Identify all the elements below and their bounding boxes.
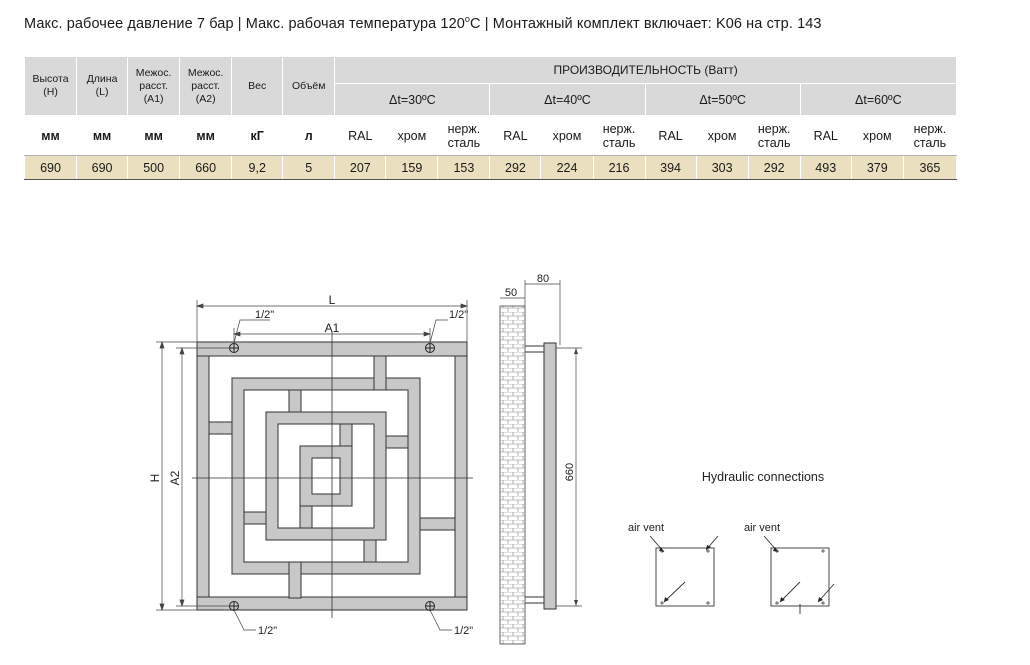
spec-summary-line: Макс. рабочее давление 7 бар | Макс. раб… <box>24 14 822 32</box>
spec-table: Высота(H) Длина(L) Межос.расст.(A1) Межо… <box>23 56 958 180</box>
dim-label-l: L <box>329 293 336 307</box>
delta-header-60: Δt=60ºC <box>799 83 958 116</box>
value-cell: 9,2 <box>231 155 284 180</box>
spec-summary-text: Макс. рабочее давление 7 бар | Макс. раб… <box>24 15 465 32</box>
finish-chrome: хром <box>540 115 594 156</box>
delta-header-50: Δt=50ºC <box>644 83 801 116</box>
finish-ral: RAL <box>489 115 542 156</box>
unit-cell: мм <box>127 115 181 156</box>
value-cell: 5 <box>282 155 336 180</box>
value-cell: 690 <box>23 155 78 180</box>
air-vent-label-2: air vent <box>744 522 780 534</box>
conn-label-bottom-left: 1/2" <box>258 625 277 637</box>
dim-label-a1: A1 <box>325 321 340 335</box>
value-cell: 153 <box>437 155 491 180</box>
conn-label-bottom-right: 1/2" <box>454 625 473 637</box>
finish-stainless: нерж.сталь <box>592 115 646 156</box>
delta-header-40: Δt=40ºC <box>489 83 646 116</box>
side-dim-50: 50 <box>505 287 517 299</box>
finish-ral: RAL <box>644 115 697 156</box>
hydraulic-connections-diagram: Hydraulic connections air vent air vent <box>628 470 835 614</box>
conn-label-top-left: 1/2" <box>255 309 274 321</box>
degree-sup: o <box>464 14 471 24</box>
conn-label-top-right: 1/2" <box>449 309 468 321</box>
value-cell: 690 <box>76 155 129 180</box>
side-dim-660: 660 <box>564 463 576 481</box>
delta-header-30: Δt=30ºC <box>334 83 491 116</box>
value-cell: 207 <box>334 155 387 180</box>
value-cell: 394 <box>644 155 697 180</box>
col-header-height: Высота(H) <box>23 56 78 116</box>
value-cell: 379 <box>850 155 904 180</box>
value-cell: 365 <box>902 155 958 180</box>
dim-label-a2: A2 <box>168 470 182 485</box>
unit-cell: мм <box>23 115 78 156</box>
radiator-front-view: L A1 H A2 1/2" 1/2" 1/2" 1/2" <box>148 293 473 637</box>
value-cell: 500 <box>127 155 181 180</box>
finish-stainless: нерж.сталь <box>902 115 958 156</box>
value-cell: 159 <box>385 155 439 180</box>
spec-summary-text-end: C | Монтажный комплект включает: K06 на … <box>470 15 822 32</box>
value-cell: 493 <box>799 155 852 180</box>
hydraulic-title: Hydraulic connections <box>702 470 824 484</box>
finish-ral: RAL <box>799 115 852 156</box>
dim-label-h: H <box>148 474 162 483</box>
col-header-weight: Вес <box>231 56 284 116</box>
col-header-length: Длина(L) <box>76 56 129 116</box>
performance-header: ПРОИЗВОДИТЕЛЬНОСТЬ (Ватт) <box>334 56 957 84</box>
side-dim-80: 80 <box>537 273 549 285</box>
value-cell: 292 <box>489 155 542 180</box>
table-row: 690 690 500 660 9,2 5 207 159 153 292 22… <box>23 155 958 180</box>
value-cell: 292 <box>747 155 801 180</box>
finish-stainless: нерж.сталь <box>437 115 491 156</box>
unit-cell: мм <box>76 115 129 156</box>
value-cell: 303 <box>695 155 749 180</box>
radiator-side-view: 50 80 660 <box>499 273 582 645</box>
finish-chrome: хром <box>695 115 749 156</box>
finish-chrome: хром <box>850 115 904 156</box>
air-vent-label-1: air vent <box>628 522 664 534</box>
finish-stainless: нерж.сталь <box>747 115 801 156</box>
col-header-volume: Объём <box>282 56 336 116</box>
value-cell: 216 <box>592 155 646 180</box>
value-cell: 224 <box>540 155 594 180</box>
